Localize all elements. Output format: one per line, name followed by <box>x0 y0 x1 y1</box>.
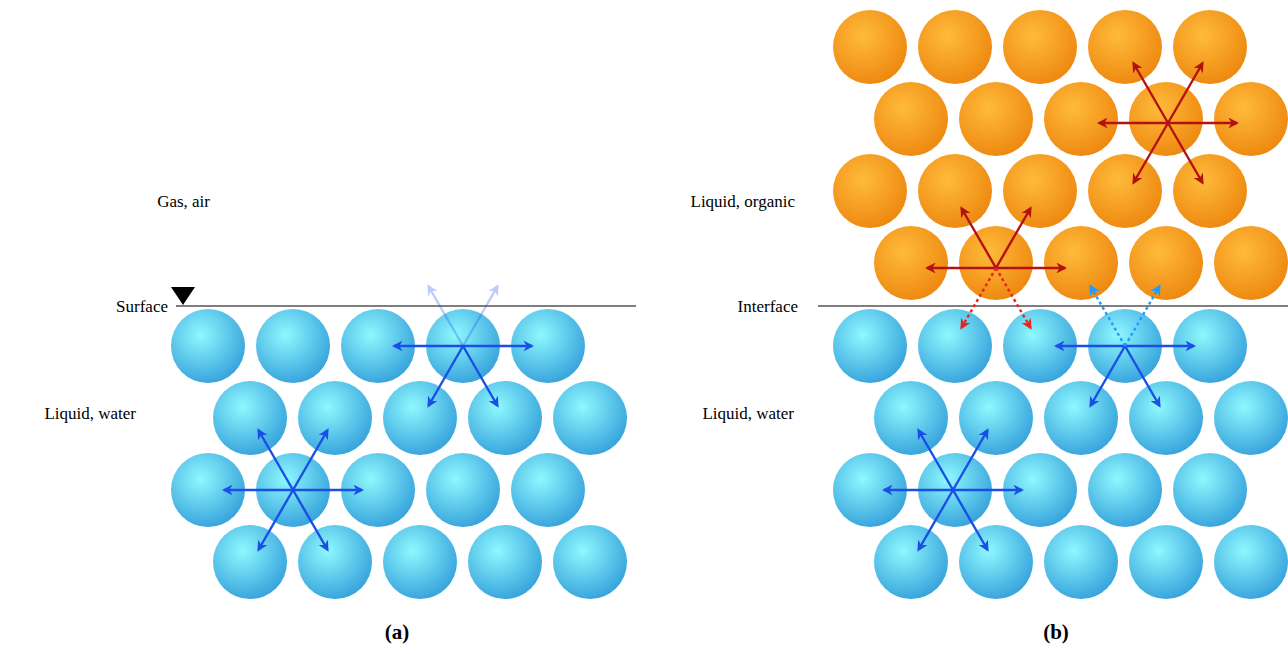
organic-molecule <box>1003 10 1077 84</box>
force-arrow <box>1125 345 1194 347</box>
force-arrow <box>953 490 988 550</box>
force-arrow <box>293 430 328 490</box>
phase-label: Liquid, organic <box>691 193 796 210</box>
water-molecule <box>1044 381 1118 455</box>
organic-molecule <box>959 226 1033 300</box>
water-molecule <box>256 309 330 383</box>
interface-label: Interface <box>738 298 798 315</box>
force-arrow <box>463 346 498 406</box>
panel-label: (b) <box>1043 622 1069 643</box>
water-molecule <box>959 525 1033 599</box>
organic-molecule <box>959 82 1033 156</box>
force-arrow <box>1134 123 1169 183</box>
water-molecule <box>1129 381 1203 455</box>
force-arrow <box>1056 345 1125 347</box>
water-molecule <box>298 381 372 455</box>
surface-line <box>176 305 636 306</box>
force-arrow <box>996 208 1031 268</box>
water-molecule <box>553 525 627 599</box>
water-molecule <box>468 381 542 455</box>
force-arrow <box>1125 346 1160 406</box>
organic-molecule <box>1129 226 1203 300</box>
water-molecule <box>874 525 948 599</box>
phase-label: Gas, air <box>157 193 210 210</box>
organic-molecule <box>833 154 907 228</box>
water-molecule <box>918 309 992 383</box>
organic-molecule <box>918 10 992 84</box>
force-arrow <box>884 489 953 491</box>
water-molecule <box>959 381 1033 455</box>
organic-molecule <box>874 226 948 300</box>
water-molecule <box>213 381 287 455</box>
water-molecule <box>426 453 500 527</box>
force-arrow <box>463 345 532 347</box>
organic-molecule <box>1173 10 1247 84</box>
force-arrow <box>927 267 996 269</box>
force-arrow <box>919 430 954 490</box>
water-molecule <box>298 525 372 599</box>
organic-molecule <box>1044 82 1118 156</box>
water-molecule <box>383 525 457 599</box>
organic-molecule <box>1044 226 1118 300</box>
organic-molecule <box>1088 10 1162 84</box>
force-arrow <box>1125 286 1160 346</box>
force-arrow <box>996 268 1031 328</box>
organic-molecule <box>1173 154 1247 228</box>
water-molecule <box>553 381 627 455</box>
force-arrow <box>1134 63 1169 123</box>
force-arrow <box>962 268 997 328</box>
organic-molecule <box>1088 154 1162 228</box>
organic-molecule <box>1214 82 1288 156</box>
force-arrow <box>394 345 463 347</box>
force-arrow <box>1168 123 1203 183</box>
water-molecule <box>1044 525 1118 599</box>
water-molecule <box>171 309 245 383</box>
water-molecule <box>468 525 542 599</box>
force-arrow <box>293 490 328 550</box>
force-arrow <box>1168 122 1237 124</box>
water-molecule <box>1129 525 1203 599</box>
organic-molecule <box>1214 226 1288 300</box>
organic-molecule <box>874 82 948 156</box>
water-molecule <box>874 381 948 455</box>
water-molecule <box>213 525 287 599</box>
force-arrow <box>259 430 294 490</box>
panel-label: (a) <box>385 622 410 643</box>
organic-molecule <box>833 10 907 84</box>
water-molecule <box>1173 453 1247 527</box>
force-arrow <box>259 490 294 550</box>
force-arrow <box>953 489 1022 491</box>
water-molecule <box>833 309 907 383</box>
force-arrow <box>293 489 362 491</box>
force-arrow <box>224 489 293 491</box>
water-molecule <box>383 381 457 455</box>
organic-molecule <box>1003 154 1077 228</box>
force-arrow <box>962 208 997 268</box>
force-arrow <box>1091 346 1126 406</box>
force-arrow <box>1168 63 1203 123</box>
force-arrow <box>919 490 954 550</box>
force-arrow <box>1099 122 1168 124</box>
surface-label: Surface <box>116 298 168 315</box>
water-level-symbol <box>171 287 195 305</box>
water-molecule <box>1088 453 1162 527</box>
force-arrow <box>953 430 988 490</box>
water-molecule <box>1214 381 1288 455</box>
phase-label: Liquid, water <box>702 405 794 422</box>
water-molecule <box>1214 525 1288 599</box>
force-arrow <box>463 286 498 346</box>
force-arrow <box>996 267 1065 269</box>
phase-label: Liquid, water <box>44 405 136 422</box>
force-arrow <box>429 346 464 406</box>
force-arrow <box>1091 286 1126 346</box>
force-arrow <box>429 286 464 346</box>
organic-molecule <box>918 154 992 228</box>
interface-line <box>818 305 1288 306</box>
water-molecule <box>511 453 585 527</box>
